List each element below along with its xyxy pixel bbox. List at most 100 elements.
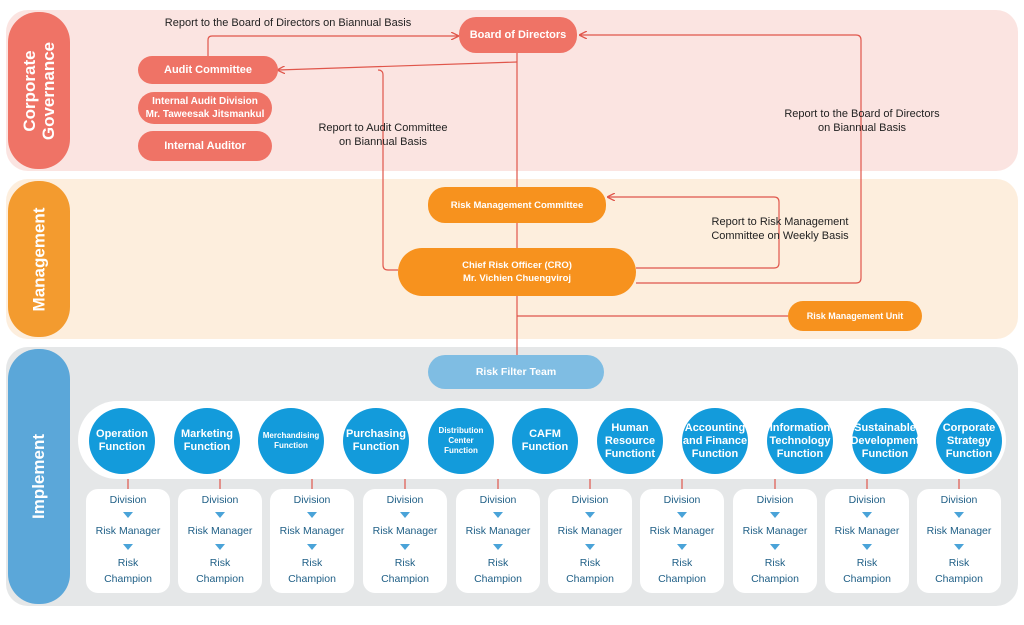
- down-arrow-icon: [493, 512, 503, 518]
- function-label-line: Distribution: [438, 426, 484, 435]
- risk-manager-label: Risk Manager: [649, 525, 715, 537]
- risk-manager-label: Risk Manager: [95, 525, 161, 537]
- management-side-tab: Management: [8, 181, 70, 337]
- internal-audit-division-node: Internal Audit Division Mr. Taweesak Jit…: [138, 92, 272, 124]
- function-label-line: Function: [776, 447, 824, 460]
- board-to-audit-line: [278, 61, 518, 70]
- function-label-line: Accounting: [684, 421, 746, 434]
- function-label-line: Function: [945, 447, 993, 460]
- risk-champion-label-l1: Risk: [209, 557, 231, 569]
- function-label-line: Function: [691, 447, 739, 460]
- board-of-directors-node: Board of Directors: [459, 17, 577, 53]
- risk-management-committee-node: Risk Management Committee: [428, 187, 606, 223]
- cro-title: Chief Risk Officer (CRO): [462, 260, 572, 271]
- function-label-line: Marketing: [181, 428, 233, 440]
- risk-champion-label-l1: Risk: [487, 557, 509, 569]
- down-arrow-icon: [770, 512, 780, 518]
- division-label: Division: [293, 494, 331, 506]
- audit-to-board-line: [207, 36, 458, 58]
- division-label: Division: [109, 494, 147, 506]
- annotation-report-board-top: Report to the Board of Directors on Bian…: [164, 17, 412, 29]
- annotation-report-audit: Report to Audit Committee on Biannual Ba…: [300, 121, 466, 149]
- down-arrow-icon: [677, 512, 687, 518]
- audit-committee-node: Audit Committee: [138, 56, 278, 84]
- function-label-line: Operation: [96, 428, 148, 440]
- down-arrow-icon: [770, 544, 780, 550]
- cro-to-rmc-line: [608, 197, 780, 269]
- down-arrow-icon: [862, 544, 872, 550]
- risk-manager-label: Risk Manager: [926, 525, 992, 537]
- risk-champion-label-l1: Risk: [301, 557, 323, 569]
- down-arrow-icon: [585, 512, 595, 518]
- risk-filter-team-node: Risk Filter Team: [428, 355, 604, 389]
- function-label-line: Technology: [769, 434, 831, 447]
- division-label: Division: [479, 494, 517, 506]
- down-arrow-icon: [954, 512, 964, 518]
- risk-manager-label: Risk Manager: [465, 525, 531, 537]
- risk-champion-label-l2: Champion: [935, 573, 983, 585]
- risk-champion-label-l2: Champion: [288, 573, 336, 585]
- annotation-report-audit-l1: Report to Audit Committee: [318, 122, 448, 134]
- risk-champion-label-l1: Risk: [764, 557, 786, 569]
- annotation-report-audit-l2: on Biannual Basis: [338, 136, 428, 148]
- internal-auditor-node: Internal Auditor: [138, 131, 272, 161]
- risk-champion-label-l1: Risk: [948, 557, 970, 569]
- annotation-report-board-right-l1: Report to the Board of Directors: [784, 108, 940, 120]
- internal-audit-division-title: Internal Audit Division: [152, 96, 258, 107]
- risk-manager-label: Risk Manager: [279, 525, 345, 537]
- function-label-line: Sustainable: [854, 421, 916, 434]
- division-label: Division: [940, 494, 978, 506]
- function-label-line: Purchasing: [346, 428, 406, 440]
- chief-risk-officer-node: Chief Risk Officer (CRO) Mr. Vichien Chu…: [398, 248, 636, 296]
- risk-champion-label-l1: Risk: [117, 557, 139, 569]
- division-label: Division: [848, 494, 886, 506]
- risk-champion-label-l2: Champion: [196, 573, 244, 585]
- function-label-line: Information: [769, 421, 831, 434]
- risk-manager-label: Risk Manager: [372, 525, 438, 537]
- risk-champion-label-l2: Champion: [474, 573, 522, 585]
- division-label: Division: [201, 494, 239, 506]
- annotation-report-board-right-l2: on Biannual Basis: [817, 122, 907, 134]
- risk-champion-label-l1: Risk: [856, 557, 878, 569]
- down-arrow-icon: [215, 544, 225, 550]
- risk-champion-label-l1: Risk: [394, 557, 416, 569]
- annotation-report-rmc: Report to Risk Management Committee on W…: [694, 215, 866, 243]
- division-label: Division: [756, 494, 794, 506]
- down-arrow-icon: [215, 512, 225, 518]
- cro-to-board-line: [580, 35, 862, 284]
- down-arrow-icon: [400, 512, 410, 518]
- annotation-report-board-right: Report to the Board of Directors on Bian…: [770, 107, 954, 135]
- down-arrow-icon: [307, 544, 317, 550]
- function-label-line: Corporate: [942, 421, 996, 434]
- function-label-line: Function: [444, 446, 478, 455]
- function-label-line: Resource: [604, 434, 656, 447]
- risk-champion-label-l2: Champion: [104, 573, 152, 585]
- risk-manager-label: Risk Manager: [834, 525, 900, 537]
- function-label-line: Strategy: [946, 434, 992, 447]
- cro-name: Mr. Vichien Chuengviroj: [462, 273, 572, 284]
- division-label: Division: [663, 494, 701, 506]
